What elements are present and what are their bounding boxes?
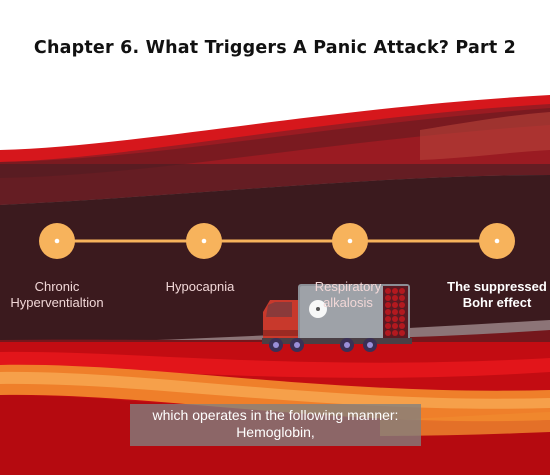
timeline-node-4 <box>479 223 515 259</box>
stage-label-2: Hypocapnia <box>130 279 270 295</box>
stage-label-3-line2: alkalosis <box>323 295 373 310</box>
timeline-node-2 <box>186 223 222 259</box>
play-cursor-icon[interactable] <box>309 300 327 318</box>
stage-label-1-line1: Chronic <box>34 279 80 294</box>
truck-icon <box>262 284 412 352</box>
page-title: Chapter 6. What Triggers A Panic Attack?… <box>33 38 517 58</box>
subtitle-line-2: Hemoglobin, <box>236 424 315 440</box>
truck-wheels <box>269 338 377 352</box>
subtitle-caption: which operates in the following manner: … <box>130 404 421 446</box>
subtitle-line-1: which operates in the following manner: <box>152 407 399 423</box>
stage-label-4-line2: Bohr effect <box>462 295 532 310</box>
stage-label-3: Respiratory alkalosis <box>278 279 418 311</box>
timeline-node-1 <box>39 223 75 259</box>
stage-label-1: Chronic Hyperventialtion <box>0 279 127 311</box>
stage-label-3-line1: Respiratory <box>314 279 382 294</box>
stage-label-4: The suppressed Bohr effect <box>427 279 550 311</box>
stage-label-4-line1: The suppressed <box>447 279 547 294</box>
timeline-node-3 <box>332 223 368 259</box>
stage-label-1-line2: Hyperventialtion <box>10 295 104 310</box>
stage-label-2-line1: Hypocapnia <box>165 279 235 294</box>
